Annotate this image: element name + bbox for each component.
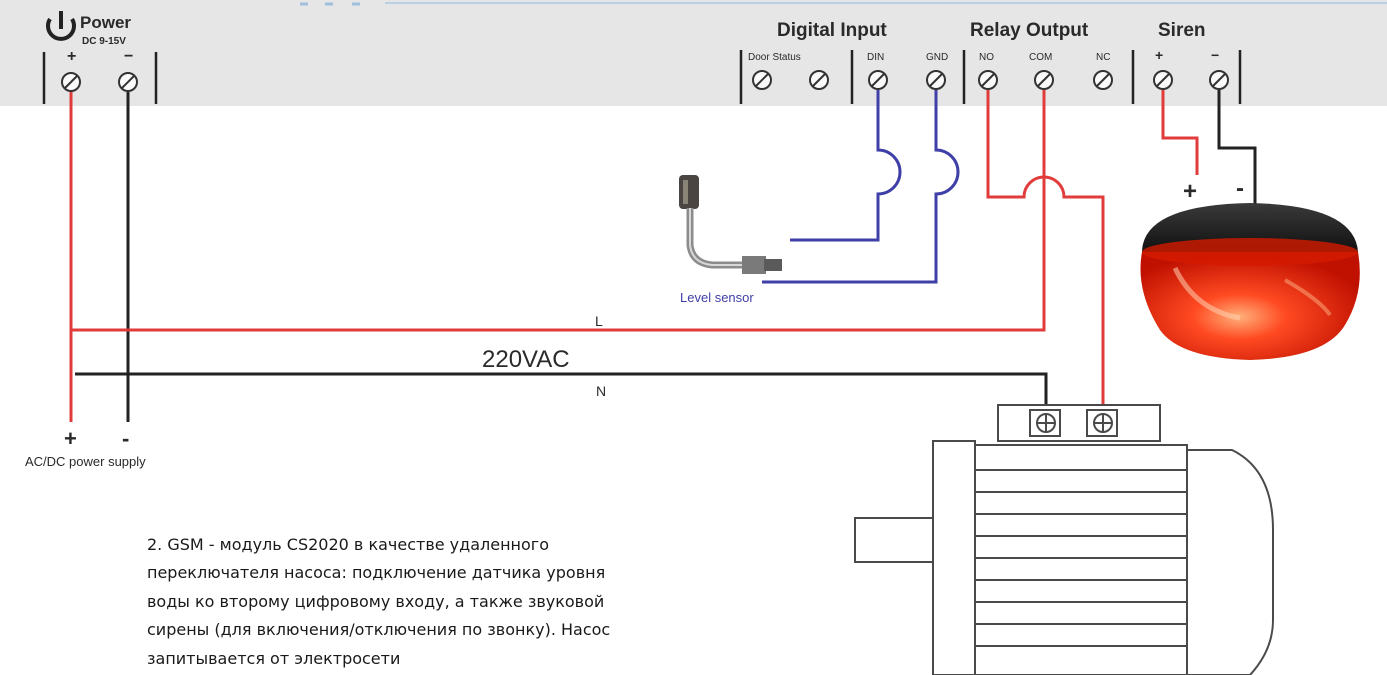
neutral-wire (75, 372, 1048, 432)
line-label: L (595, 313, 603, 329)
power-plus-label: + (67, 48, 76, 65)
motor-cooling-fins (975, 469, 1187, 647)
motor-shaft (854, 517, 934, 563)
com-label: COM (1029, 52, 1052, 63)
psu-name-label: AC/DC power supply (25, 454, 146, 469)
screw-terminals (61, 70, 1229, 92)
screw-terminal-siren-minus (1209, 70, 1229, 90)
voltage-label: 220VAC (482, 346, 570, 373)
screw-terminal-nc (1093, 70, 1113, 90)
motor-front-flange (932, 440, 976, 675)
screw-terminal-siren-plus (1153, 70, 1173, 90)
sensor-wires (762, 90, 960, 284)
power-icon (46, 11, 76, 41)
power-minus-label: − (124, 48, 133, 65)
nc-label: NC (1096, 52, 1110, 63)
siren-lamp-image (1140, 203, 1360, 360)
screw-terminal-din (868, 70, 888, 90)
no-label: NO (979, 52, 994, 63)
psu-minus-label: - (122, 426, 129, 451)
screw-terminal-no (978, 70, 998, 90)
screw-terminal-gnd (926, 70, 946, 90)
terminal-panel (0, 0, 1387, 106)
caption-line: запитывается от электросети (147, 648, 401, 668)
siren-plus-label: + (1183, 178, 1197, 205)
relay-wires (72, 90, 1105, 432)
gnd-label: GND (926, 52, 948, 63)
power-title: Power (80, 13, 131, 32)
caption-text: 2. GSM - модуль CS2020 в качестве удален… (147, 531, 747, 673)
neutral-label: N (596, 383, 606, 399)
motor-terminal-box (997, 404, 1161, 442)
screw-terminal-status (809, 70, 829, 90)
caption-line: переключателя насоса: подключение датчик… (147, 563, 606, 583)
psu-plus-label: + (64, 426, 77, 451)
level-sensor-image (679, 175, 782, 274)
relay-output-title: Relay Output (970, 20, 1089, 41)
pump-motor-image (854, 404, 1274, 675)
din-wire (790, 90, 902, 242)
siren-plus-terminal-label: + (1155, 47, 1163, 63)
siren-minus-label: - (1236, 175, 1244, 202)
digital-input-group: Digital Input Door Status DIN GND (739, 20, 948, 104)
caption-line: сирены (для включения/отключения по звон… (147, 620, 611, 640)
motor-fan-cover (1186, 449, 1274, 675)
line-wire (72, 90, 1046, 332)
gnd-wire (762, 90, 960, 284)
power-terminal-group: Power DC 9-15V + − (42, 11, 158, 104)
screw-terminal-door (752, 70, 772, 90)
level-sensor-label: Level sensor (680, 290, 754, 305)
motor-body (974, 444, 1188, 675)
siren-minus-terminal-label: − (1211, 47, 1219, 63)
door-status-label: Door Status (748, 52, 801, 63)
digital-input-title: Digital Input (777, 20, 887, 41)
caption-line: 2. GSM - модуль CS2020 в качестве удален… (147, 535, 549, 554)
siren-title: Siren (1158, 20, 1206, 41)
siren-minus-wire (1217, 90, 1257, 205)
power-wires (69, 92, 130, 422)
screw-terminal-power-plus (61, 72, 81, 92)
caption-line: воды ко второму цифровому входу, а также… (147, 591, 605, 611)
relay-output-group: Relay Output NO COM NC (962, 20, 1135, 104)
siren-wires (1161, 90, 1257, 205)
motor-terminal-l (1086, 409, 1118, 437)
screw-terminal-com (1034, 70, 1054, 90)
din-label: DIN (867, 52, 884, 63)
power-rating: DC 9-15V (82, 36, 126, 47)
motor-terminal-n (1029, 409, 1061, 437)
siren-plus-wire (1161, 90, 1199, 175)
siren-terminal-group: Siren + − (1155, 20, 1242, 104)
screw-terminal-power-minus (118, 72, 138, 92)
